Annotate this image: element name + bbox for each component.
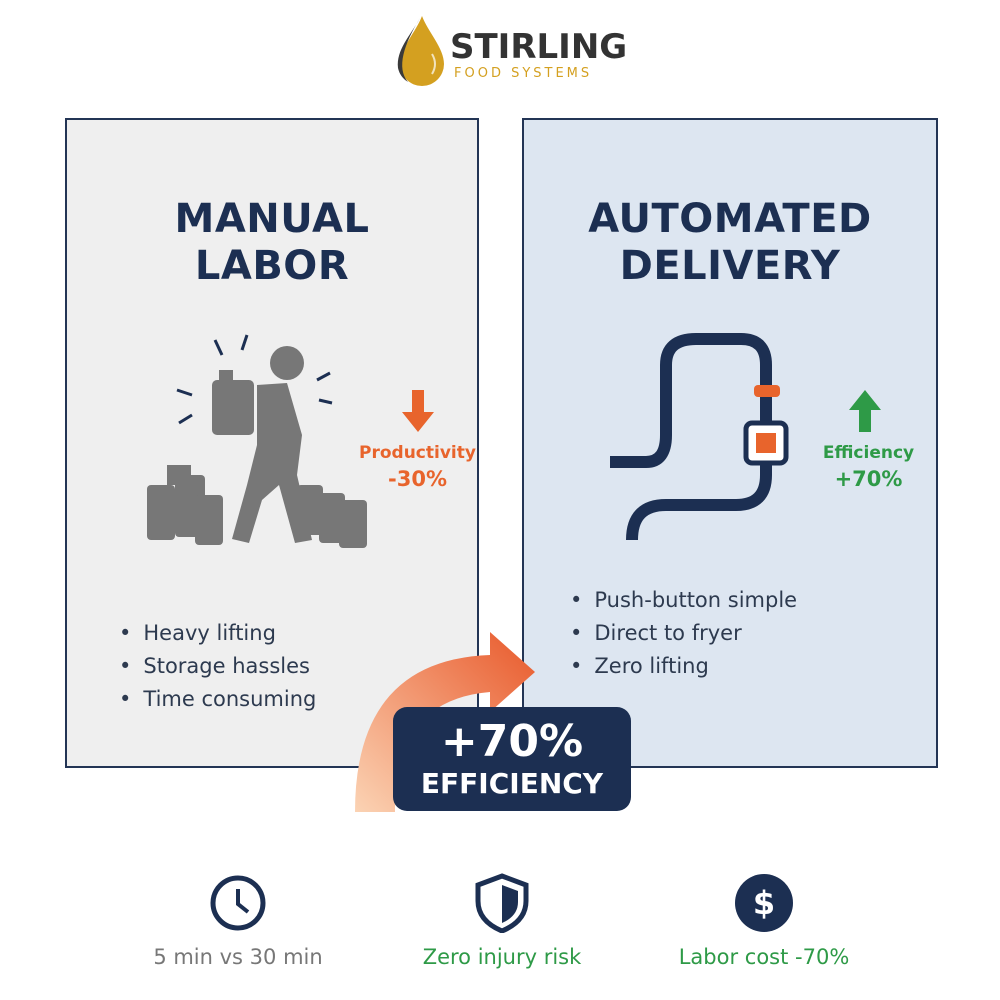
efficiency-value: +70% (834, 467, 903, 491)
logo-name: STIRLING (450, 27, 628, 67)
pipe-icon (610, 333, 789, 541)
bullet-item: Time consuming (119, 683, 316, 716)
bullet-item: Storage hassles (119, 650, 316, 683)
panel-title-line2: DELIVERY (619, 243, 841, 289)
productivity-value: -30% (388, 467, 447, 491)
footer-time-label: 5 min vs 30 min (153, 945, 323, 969)
arrow-down-icon (402, 390, 434, 432)
panel-title-line1: AUTOMATED (588, 196, 872, 242)
arrow-up-icon (849, 390, 881, 432)
logo: STIRLING FOOD SYSTEMS (392, 14, 627, 86)
efficiency-badge: +70% EFFICIENCY (393, 707, 631, 811)
footer-safety-label: Zero injury risk (422, 945, 582, 969)
automated-bullets: Push-button simple Direct to fryer Zero … (570, 584, 797, 683)
dollar-icon: $ (735, 874, 793, 932)
manual-bullets: Heavy lifting Storage hassles Time consu… (119, 617, 316, 716)
clock-icon (210, 875, 266, 931)
automated-delivery-panel: AUTOMATED DELIVERY Efficiency +70% Push-… (522, 118, 938, 768)
badge-label: EFFICIENCY (420, 767, 604, 800)
panel-title-line2: LABOR (194, 243, 350, 289)
curved-arrow-icon (355, 632, 535, 812)
bullet-item: Zero lifting (570, 650, 797, 683)
efficiency-label: Efficiency (822, 443, 915, 463)
productivity-label: Productivity (359, 443, 476, 463)
svg-text:$: $ (753, 884, 775, 922)
shield-icon (475, 873, 529, 933)
bullet-item: Heavy lifting (119, 617, 316, 650)
worker-lifting-icon (147, 334, 367, 548)
oil-drop-icon (397, 16, 444, 86)
bullet-item: Push-button simple (570, 584, 797, 617)
panel-title-line1: MANUAL (174, 196, 370, 242)
badge-value: +70% (440, 716, 584, 767)
logo-tagline: FOOD SYSTEMS (454, 66, 593, 81)
bullet-item: Direct to fryer (570, 617, 797, 650)
footer-cost-label: Labor cost -70% (678, 945, 850, 969)
manual-labor-panel: MANUAL LABOR Productivity -30% Heavy lif… (65, 118, 479, 768)
